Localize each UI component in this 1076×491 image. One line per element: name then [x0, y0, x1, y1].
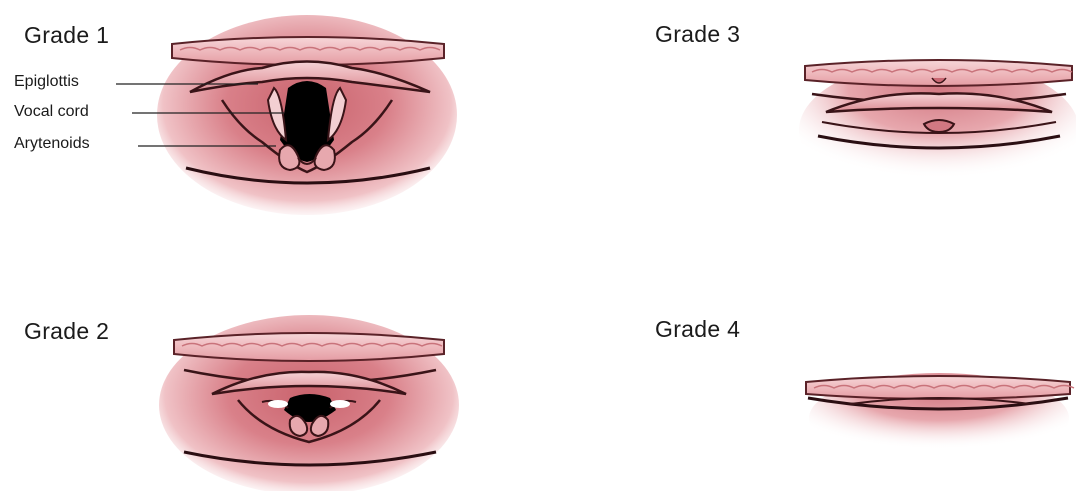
grade-1-view — [116, 15, 457, 215]
grade-2-view — [159, 315, 459, 491]
grade-3-view — [799, 60, 1076, 200]
grade-4-view — [806, 373, 1074, 463]
